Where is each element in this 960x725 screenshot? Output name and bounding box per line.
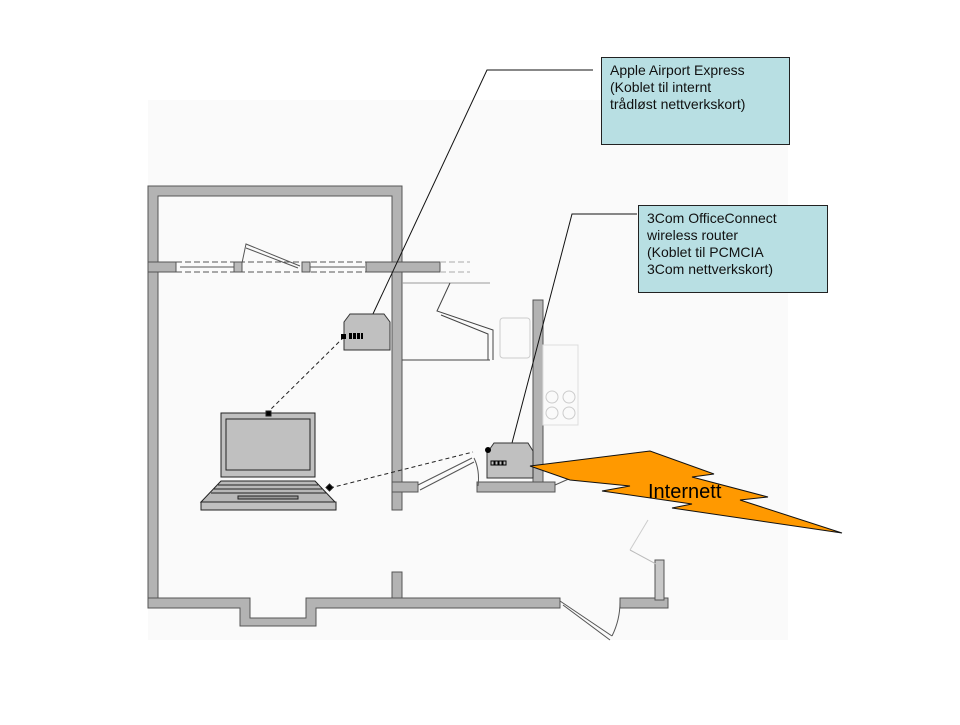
wireless-links xyxy=(267,336,474,489)
leader-airport xyxy=(371,69,593,317)
connector-dot xyxy=(325,483,334,492)
wall-right-stub xyxy=(654,559,665,601)
callout-router: 3Com OfficeConnect wireless router (Kobl… xyxy=(638,205,828,293)
leader-router xyxy=(511,213,637,444)
connector-dot xyxy=(341,334,346,339)
wall-inner-stub xyxy=(391,481,419,493)
connector-dot xyxy=(265,410,272,417)
link-router-laptop xyxy=(329,451,474,489)
callout-line: 3Com OfficeConnect xyxy=(647,210,777,226)
callout-line: wireless router xyxy=(647,227,739,243)
windows xyxy=(176,243,470,273)
kitchen-fixtures xyxy=(402,282,579,426)
callout-line: 3Com nettverkskort) xyxy=(647,261,774,277)
callout-line: (Koblet til internt xyxy=(610,79,712,95)
callout-line: (Koblet til PCMCIA xyxy=(647,244,764,260)
connector-dot xyxy=(485,447,491,453)
wall-bottom xyxy=(147,597,561,627)
laptop-device[interactable] xyxy=(199,410,337,511)
router-device[interactable] xyxy=(485,442,534,479)
callout-airport-express: Apple Airport Express (Koblet til intern… xyxy=(601,57,790,145)
wall-kitchen xyxy=(476,481,556,493)
wall-window-left xyxy=(147,261,177,273)
internet-bolt xyxy=(529,450,843,534)
callout-line: trådløst nettverkskort) xyxy=(610,96,746,112)
wall-kitchen-vertical xyxy=(532,299,544,483)
airport-express-device[interactable] xyxy=(341,313,391,351)
leader-lines xyxy=(371,69,637,444)
callout-line: Apple Airport Express xyxy=(610,62,745,78)
wall-inner-lower xyxy=(391,491,403,511)
internet-label: Internett xyxy=(648,481,722,503)
wall-inner-vertical xyxy=(391,271,403,493)
link-airport-laptop xyxy=(267,336,345,413)
wall-window-right xyxy=(365,261,441,273)
walls xyxy=(147,185,669,627)
wall-left xyxy=(147,271,159,609)
background-panel xyxy=(148,100,788,640)
doors xyxy=(417,457,657,641)
